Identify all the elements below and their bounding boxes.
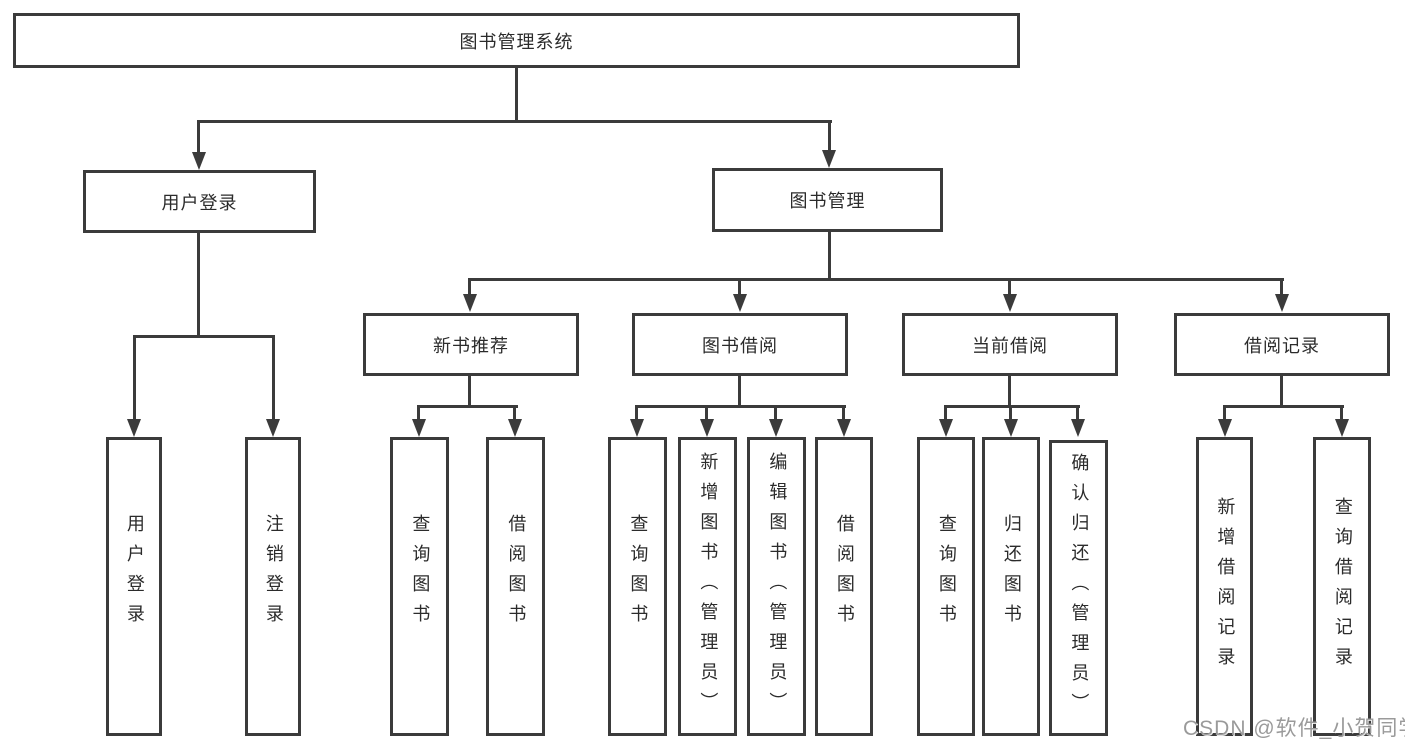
node-new-book-recommend-label: 新书推荐 (433, 335, 509, 356)
leaf-confirm-return-admin: 确认归还（管理员） (1049, 440, 1108, 736)
connector-line (133, 335, 136, 419)
arrowhead-down-icon (822, 150, 836, 168)
connector-line (468, 376, 471, 405)
connector-line (1008, 376, 1011, 405)
arrowhead-down-icon (508, 419, 522, 437)
watermark: CSDN @软件_小贺同学 (1183, 717, 1405, 740)
node-user-login-label: 用户登录 (161, 192, 238, 213)
arrowhead-down-icon (266, 419, 280, 437)
connector-line (1223, 405, 1344, 408)
connector-line (944, 405, 947, 419)
connector-line (1280, 278, 1283, 296)
arrowhead-down-icon (630, 419, 644, 437)
leaf-return-book-label: 归还图书 (1001, 513, 1022, 634)
arrowhead-down-icon (463, 294, 477, 312)
connector-line (1223, 405, 1226, 419)
connector-line (944, 405, 1080, 408)
node-current-borrow: 当前借阅 (902, 313, 1118, 376)
arrowhead-down-icon (1004, 419, 1018, 437)
arrowhead-down-icon (192, 152, 206, 170)
connector-line (635, 405, 638, 419)
node-user-login: 用户登录 (83, 170, 316, 233)
leaf-borrow-borrow-book-label: 借阅图书 (834, 513, 855, 634)
leaf-add-borrow-record: 新增借阅记录 (1196, 437, 1253, 736)
leaf-recommend-query-book: 查询图书 (390, 437, 449, 736)
leaf-user-login-label: 用户登录 (124, 513, 145, 634)
node-current-borrow-label: 当前借阅 (972, 335, 1048, 356)
arrowhead-down-icon (1335, 419, 1349, 437)
arrowhead-down-icon (939, 419, 953, 437)
leaf-current-query-book-label: 查询图书 (936, 513, 957, 634)
connector-line (1008, 278, 1011, 296)
leaf-current-query-book: 查询图书 (917, 437, 975, 736)
connector-line (1076, 405, 1079, 419)
connector-line (828, 232, 831, 278)
node-root-label: 图书管理系统 (459, 31, 574, 52)
leaf-add-book-admin-label: 新增图书（管理员） (698, 451, 719, 722)
connector-line (515, 68, 518, 120)
connector-line (738, 278, 741, 296)
arrowhead-down-icon (127, 419, 141, 437)
leaf-logout-label: 注销登录 (263, 513, 284, 634)
leaf-borrow-query-book-label: 查询图书 (628, 513, 649, 634)
arrowhead-down-icon (1218, 419, 1232, 437)
connector-line (1340, 405, 1343, 419)
leaf-return-book: 归还图书 (982, 437, 1040, 736)
connector-line (705, 405, 708, 419)
leaf-edit-book-admin: 编辑图书（管理员） (747, 437, 806, 736)
leaf-query-borrow-record-label: 查询借阅记录 (1332, 496, 1353, 677)
node-borrow-record-label: 借阅记录 (1244, 335, 1320, 356)
connector-line (197, 233, 200, 335)
node-book-borrow: 图书借阅 (632, 313, 848, 376)
connector-line (468, 278, 1284, 281)
leaf-logout: 注销登录 (245, 437, 301, 736)
leaf-borrow-query-book: 查询图书 (608, 437, 667, 736)
arrowhead-down-icon (837, 419, 851, 437)
arrowhead-down-icon (1003, 294, 1017, 312)
leaf-query-borrow-record: 查询借阅记录 (1313, 437, 1371, 736)
leaf-add-book-admin: 新增图书（管理员） (678, 437, 737, 736)
arrowhead-down-icon (1275, 294, 1289, 312)
arrowhead-down-icon (733, 294, 747, 312)
connector-line (842, 405, 845, 419)
connector-line (417, 405, 518, 408)
connector-line (133, 335, 275, 338)
connector-line (774, 405, 777, 419)
connector-line (197, 120, 832, 123)
leaf-confirm-return-admin-label: 确认归还（管理员） (1069, 453, 1090, 723)
leaf-borrow-borrow-book: 借阅图书 (815, 437, 873, 736)
node-new-book-recommend: 新书推荐 (363, 313, 579, 376)
node-book-management-label: 图书管理 (789, 191, 866, 211)
connector-line (1280, 376, 1283, 405)
leaf-add-borrow-record-label: 新增借阅记录 (1215, 496, 1236, 677)
node-book-borrow-label: 图书借阅 (702, 335, 778, 356)
connector-line (468, 278, 471, 296)
node-borrow-record: 借阅记录 (1174, 313, 1390, 376)
arrowhead-down-icon (1071, 419, 1085, 437)
node-book-management: 图书管理 (712, 168, 943, 232)
connector-line (828, 120, 831, 152)
connector-line (635, 405, 846, 408)
connector-line (513, 405, 516, 419)
leaf-user-login: 用户登录 (106, 437, 162, 736)
connector-line (197, 120, 200, 154)
connector-line (1009, 405, 1012, 419)
arrowhead-down-icon (412, 419, 426, 437)
leaf-recommend-borrow-book-label: 借阅图书 (506, 513, 527, 634)
connector-line (738, 376, 741, 405)
connector-line (272, 335, 275, 419)
leaf-edit-book-admin-label: 编辑图书（管理员） (767, 451, 788, 722)
leaf-recommend-query-book-label: 查询图书 (410, 513, 431, 634)
arrowhead-down-icon (769, 419, 783, 437)
connector-line (417, 405, 420, 419)
leaf-recommend-borrow-book: 借阅图书 (486, 437, 545, 736)
arrowhead-down-icon (700, 419, 714, 437)
node-root: 图书管理系统 (13, 13, 1020, 68)
